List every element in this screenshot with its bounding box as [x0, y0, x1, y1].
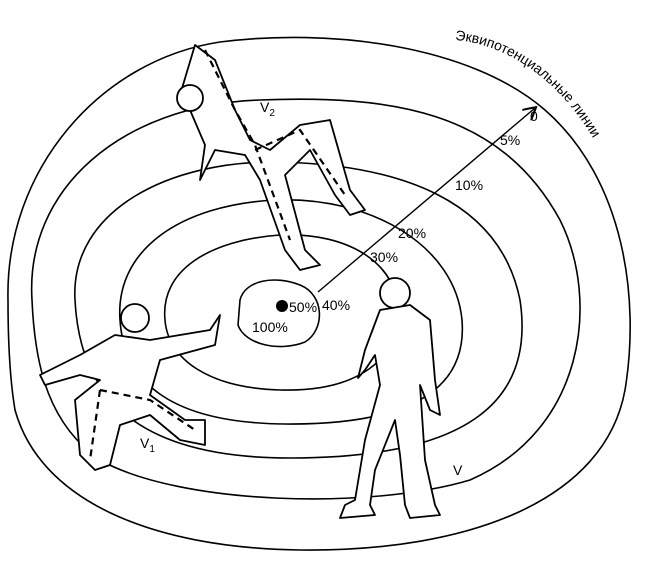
label-v: V: [453, 462, 463, 478]
label-0: 0: [530, 108, 538, 124]
contour-20: [74, 161, 523, 459]
figure-v1: [39, 303, 221, 471]
ground-electrode: [276, 300, 288, 312]
label-100: 100%: [252, 319, 288, 335]
label-30: 30%: [370, 249, 398, 265]
label-50: 50%: [289, 299, 317, 315]
label-v1: V1: [140, 435, 155, 455]
contour-0: [7, 36, 631, 551]
contour-40: [119, 199, 464, 425]
potential-axis-arrow: [317, 108, 535, 293]
label-10: 10%: [455, 177, 483, 193]
figure-v2: [176, 44, 366, 271]
equipotential-contours: [7, 36, 631, 551]
label-v2: V2: [260, 99, 275, 119]
contour-100: [237, 279, 321, 348]
label-5: 5%: [500, 132, 520, 148]
label-40: 40%: [322, 297, 350, 313]
figure-v: [339, 277, 441, 519]
label-20: 20%: [398, 225, 426, 241]
